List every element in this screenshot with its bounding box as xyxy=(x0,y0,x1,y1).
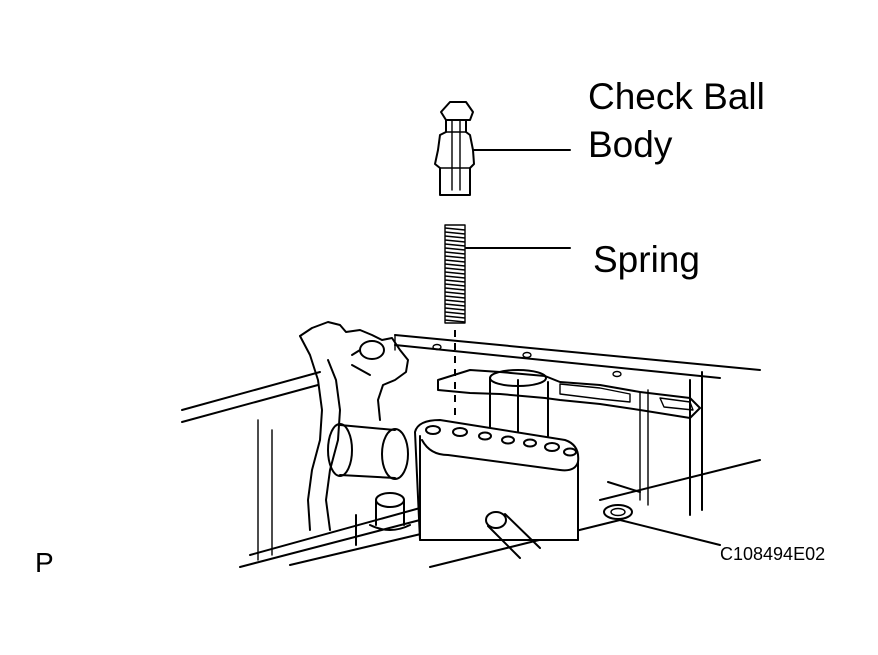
spring-coil xyxy=(444,247,466,251)
spring-coil xyxy=(444,315,466,319)
horizontal-cylinder xyxy=(327,423,409,480)
spring-coil xyxy=(444,291,466,295)
check-ball-body-label: Check Ball Body xyxy=(588,73,765,169)
spring-coil xyxy=(444,227,466,231)
lower-pin xyxy=(485,511,541,559)
spring-coil xyxy=(444,235,466,239)
spring-coil xyxy=(444,319,466,323)
spring-coil xyxy=(444,259,466,263)
view-marker: P xyxy=(35,547,54,578)
spring-coil xyxy=(444,303,466,307)
spring-coil xyxy=(444,271,466,275)
spring-coil xyxy=(444,255,466,259)
front-valve-block xyxy=(414,419,580,541)
right-details xyxy=(603,481,641,520)
check-ball-body-label-line1: Check Ball xyxy=(588,76,765,117)
spring-coil xyxy=(444,279,466,283)
valve-body-housing xyxy=(181,334,761,568)
spring-coil xyxy=(444,239,466,243)
check-ball-body xyxy=(434,101,475,196)
spring-coil xyxy=(444,231,466,235)
figure-code: C108494E02 xyxy=(720,544,826,564)
bolt xyxy=(355,492,411,546)
spring-coil xyxy=(444,267,466,271)
spring-coil xyxy=(444,263,466,267)
spring-coil xyxy=(444,299,466,303)
spring-coil xyxy=(444,251,466,255)
spring-coil xyxy=(444,275,466,279)
spring-coil xyxy=(444,283,466,287)
spring xyxy=(444,224,466,324)
spring-coil xyxy=(444,295,466,299)
spring-coil xyxy=(444,287,466,291)
spring-label: Spring xyxy=(593,239,700,280)
spring-coil xyxy=(444,243,466,247)
left-casting xyxy=(299,321,409,531)
leader-lines xyxy=(465,149,571,249)
spring-coil xyxy=(444,307,466,311)
gasket-outline xyxy=(437,369,701,419)
spring-coil xyxy=(444,311,466,315)
check-ball-body-label-line2: Body xyxy=(588,124,673,165)
valve-bores xyxy=(489,369,549,437)
